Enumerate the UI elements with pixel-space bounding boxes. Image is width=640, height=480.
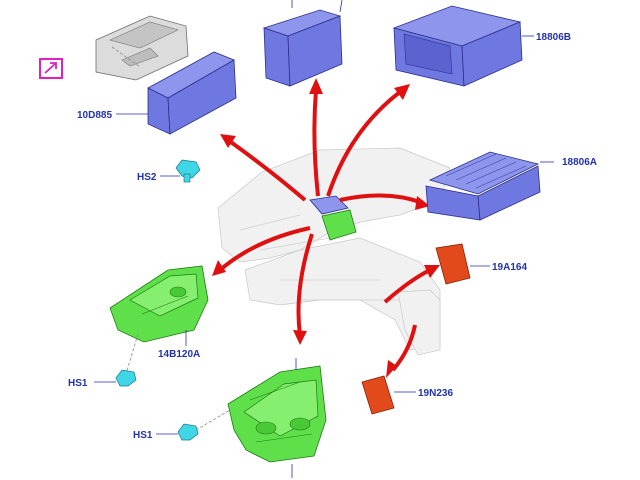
center-blue-module (309, 195, 349, 215)
label-hs1-left: HS1 (68, 378, 88, 389)
center-green-panel (321, 209, 357, 241)
connector-19n236 (361, 375, 395, 415)
label-19a164: 19A164 (492, 262, 527, 273)
part-labels: 10D885 HS2 18806B 18806A 19A164 14B120A … (68, 32, 597, 441)
label-18806a: 18806A (562, 157, 597, 168)
fastener-hs1-left (115, 333, 139, 387)
label-18806b: 18806B (536, 32, 571, 43)
label-hs1-bottom: HS1 (133, 430, 153, 441)
fastener-hs1-bottom (177, 409, 231, 441)
external-link-icon[interactable] (39, 58, 63, 79)
panel-bottom-green (227, 358, 327, 478)
module-top-center (262, 0, 343, 87)
module-10d885 (147, 51, 237, 135)
fastener-hs2 (175, 159, 201, 183)
leader-lines (94, 35, 554, 435)
panel-14b120a (109, 265, 209, 343)
module-18806b (392, 5, 523, 87)
module-18806a (425, 151, 541, 221)
arrows (212, 78, 440, 378)
label-19n236: 19N236 (418, 388, 453, 399)
label-hs2: HS2 (137, 172, 157, 183)
grey-bracket-module (95, 15, 189, 81)
label-10d885: 10D885 (77, 110, 112, 121)
connector-19a164 (435, 243, 471, 285)
label-14b120a: 14B120A (158, 349, 200, 360)
